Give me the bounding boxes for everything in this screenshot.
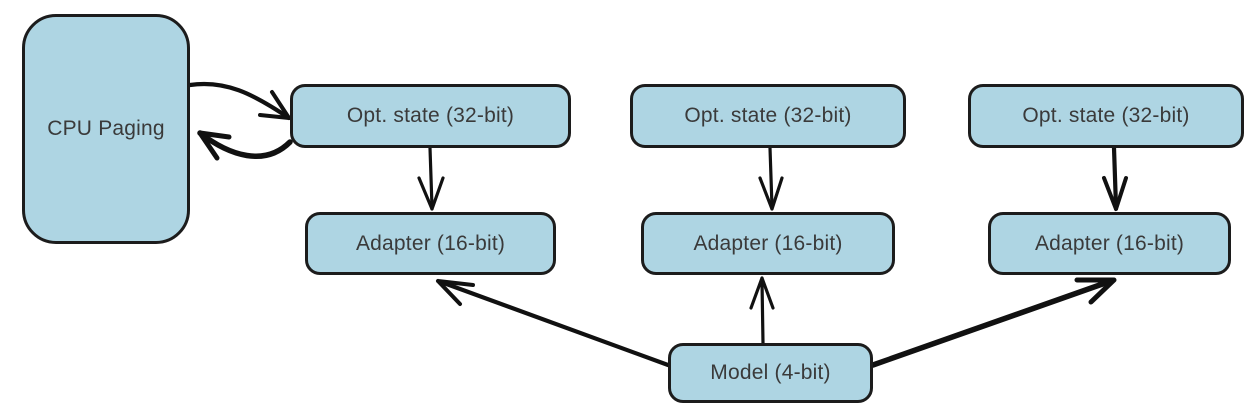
edge-model-to-adapter-2 (749, 276, 775, 345)
node-cpu-paging[interactable]: CPU Paging (22, 14, 190, 244)
node-adapter-1-label: Adapter (16-bit) (355, 231, 506, 255)
edge-cpu-paging-to-opt-state-1 (187, 81, 292, 121)
edge-model-to-adapter-1 (436, 279, 671, 368)
edge-model-to-adapter-3 (870, 277, 1117, 368)
node-opt-state-3-label: Opt. state (32-bit) (1022, 104, 1190, 128)
node-model[interactable]: Model (4-bit) (668, 343, 873, 403)
node-opt-state-3[interactable]: Opt. state (32-bit) (968, 84, 1244, 148)
node-cpu-paging-label: CPU Paging (47, 117, 165, 141)
node-adapter-1[interactable]: Adapter (16-bit) (305, 212, 556, 275)
node-adapter-3[interactable]: Adapter (16-bit) (988, 212, 1231, 275)
node-adapter-2-label: Adapter (16-bit) (693, 231, 843, 255)
edge-opt-state-1-to-adapter-1 (417, 146, 445, 211)
edge-opt-state-1-to-cpu-paging (197, 130, 293, 161)
node-opt-state-2-label: Opt. state (32-bit) (684, 104, 852, 128)
node-opt-state-1-label: Opt. state (32-bit) (346, 104, 515, 128)
node-opt-state-1[interactable]: Opt. state (32-bit) (290, 84, 571, 148)
node-adapter-3-label: Adapter (16-bit) (1034, 231, 1185, 255)
edge-opt-state-2-to-adapter-2 (758, 146, 784, 211)
edge-opt-state-3-to-adapter-3 (1102, 145, 1128, 211)
node-adapter-2[interactable]: Adapter (16-bit) (641, 212, 895, 275)
node-model-label: Model (4-bit) (710, 361, 831, 385)
node-opt-state-2[interactable]: Opt. state (32-bit) (630, 84, 906, 148)
